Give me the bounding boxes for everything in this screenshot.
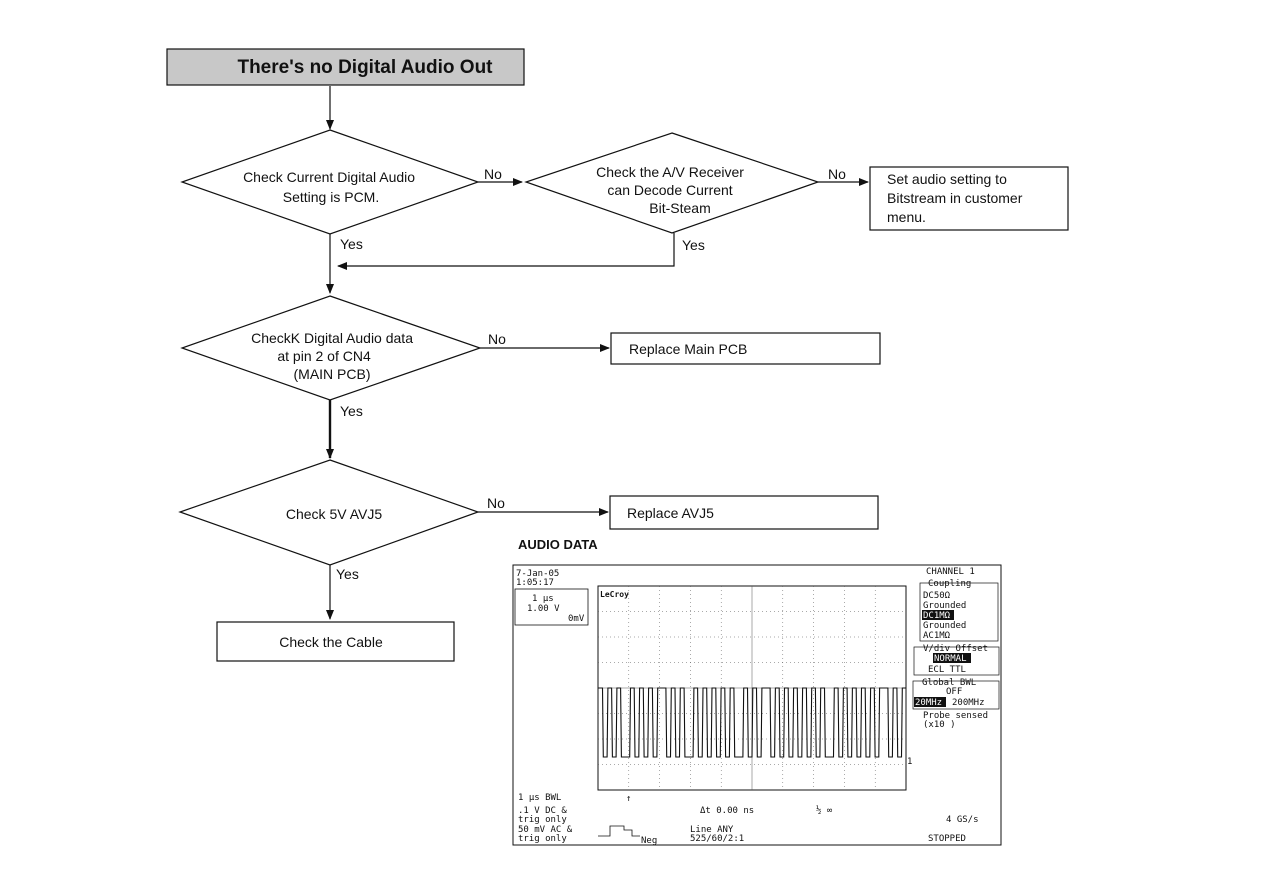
scope-readout-box — [514, 588, 589, 626]
svg-text:DC1MΩ: DC1MΩ — [923, 611, 951, 621]
trigger-symbol-icon — [598, 825, 640, 837]
decision-1-text: Check Current Digital Audio Setting is P… — [243, 169, 419, 205]
scope-coupling-menu: Coupling DC50Ω Grounded DC1MΩ Grounded A… — [919, 579, 999, 642]
label-yes-4: Yes — [336, 566, 359, 582]
audio-waveform — [598, 687, 906, 758]
svg-text:NORMAL: NORMAL — [934, 654, 967, 664]
scope-trigger-line-2: 525/60/2:1 — [690, 834, 744, 844]
scope-status: STOPPED — [928, 834, 966, 844]
action-2: Replace Main PCB — [610, 332, 881, 365]
title-box: There's no Digital Audio Out — [166, 48, 525, 86]
decision-3-text: CheckK Digital Audio data at pin 2 of CN… — [251, 330, 417, 382]
svg-text:DC50Ω: DC50Ω — [923, 591, 951, 601]
scope-cursor-icon: ½ ∞ — [816, 805, 833, 816]
scope-date: 7-Jan-05 — [516, 569, 559, 579]
scope-probe-line-2: (x10 ) — [923, 720, 956, 730]
arrow-d2-merge — [337, 233, 675, 270]
scope-bottom-line-5: trig only — [518, 834, 567, 844]
action-3: Replace AVJ5 — [609, 495, 879, 530]
scope-vdiv-menu: V/div Offset NORMAL ECL TTL — [913, 644, 1000, 676]
scope-neg: Neg — [641, 836, 657, 846]
decision-4-text: Check 5V AVJ5 — [286, 506, 382, 522]
svg-text:Global BWL: Global BWL — [922, 678, 976, 688]
edge-labels: No No Yes Yes No Yes No Yes — [336, 166, 846, 582]
decision-2: Check the A/V Receiver can Decode Curren… — [524, 132, 820, 234]
scope-delta-t: Δt 0.00 ns — [700, 806, 754, 816]
scope-trigger-marker: ↑ — [626, 794, 631, 804]
action-1-text: Set audio setting to Bitstream in custom… — [887, 171, 1026, 225]
scope-bottom-line-3: trig only — [518, 815, 567, 825]
label-yes-3: Yes — [340, 403, 363, 419]
connectors — [326, 86, 869, 620]
scope-time: 1:05:17 — [516, 578, 554, 588]
scope-trigger-line-1: Line ANY — [690, 825, 734, 835]
scope-grid: LeCroy 1 ↑ — [597, 585, 912, 804]
decision-4: Check 5V AVJ5 — [178, 459, 480, 566]
scope-offset: 0mV — [568, 614, 585, 624]
scope-bottom-line-4: 50 mV AC & — [518, 825, 573, 835]
scope-voltage: 1.00 V — [527, 604, 560, 614]
label-no-3: No — [488, 331, 506, 347]
label-yes-1: Yes — [340, 236, 363, 252]
decision-3: CheckK Digital Audio data at pin 2 of CN… — [180, 295, 482, 401]
svg-text:V/div Offset: V/div Offset — [923, 644, 988, 654]
svg-text:AC1MΩ: AC1MΩ — [923, 631, 951, 641]
label-no-2: No — [828, 166, 846, 182]
scope-rate: 4 GS/s — [946, 815, 979, 825]
label-no-4: No — [487, 495, 505, 511]
scope-bottom-line-2: .1 V DC & — [518, 806, 567, 816]
action-2-text: Replace Main PCB — [629, 341, 747, 357]
scope-bwl-menu: Global BWL OFF 20MHz 200MHz — [912, 678, 1000, 710]
action-4-text: Check the Cable — [279, 634, 383, 650]
svg-text:Coupling: Coupling — [928, 579, 971, 589]
svg-text:20MHz: 20MHz — [915, 698, 942, 708]
svg-text:ECL TTL: ECL TTL — [928, 665, 966, 675]
scope-brand: LeCroy — [600, 590, 629, 599]
decision-2-text: Check the A/V Receiver can Decode Curren… — [596, 164, 748, 216]
scope-channel-title: CHANNEL 1 — [926, 567, 975, 577]
scope-probe-line-1: Probe sensed — [923, 711, 988, 721]
label-no-1: No — [484, 166, 502, 182]
title-text: There's no Digital Audio Out — [237, 57, 493, 78]
svg-text:Grounded: Grounded — [923, 621, 966, 631]
svg-text:Grounded: Grounded — [923, 601, 966, 611]
scope-caption: AUDIO DATA — [518, 537, 598, 552]
action-3-text: Replace AVJ5 — [627, 505, 714, 521]
scope-bottom-line-1: 1 µs BWL — [518, 793, 561, 803]
scope-channel-marker: 1 — [907, 757, 912, 767]
svg-text:OFF: OFF — [946, 687, 962, 697]
scope-screenshot: 7-Jan-05 1:05:17 1 µs 1.00 V 0mV LeCroy … — [512, 564, 1002, 846]
scope-timebase: 1 µs — [532, 594, 554, 604]
label-yes-2: Yes — [682, 237, 705, 253]
action-1: Set audio setting to Bitstream in custom… — [869, 166, 1069, 231]
svg-text:200MHz: 200MHz — [952, 698, 985, 708]
decision-1: Check Current Digital Audio Setting is P… — [180, 129, 480, 235]
action-4: Check the Cable — [216, 621, 455, 662]
